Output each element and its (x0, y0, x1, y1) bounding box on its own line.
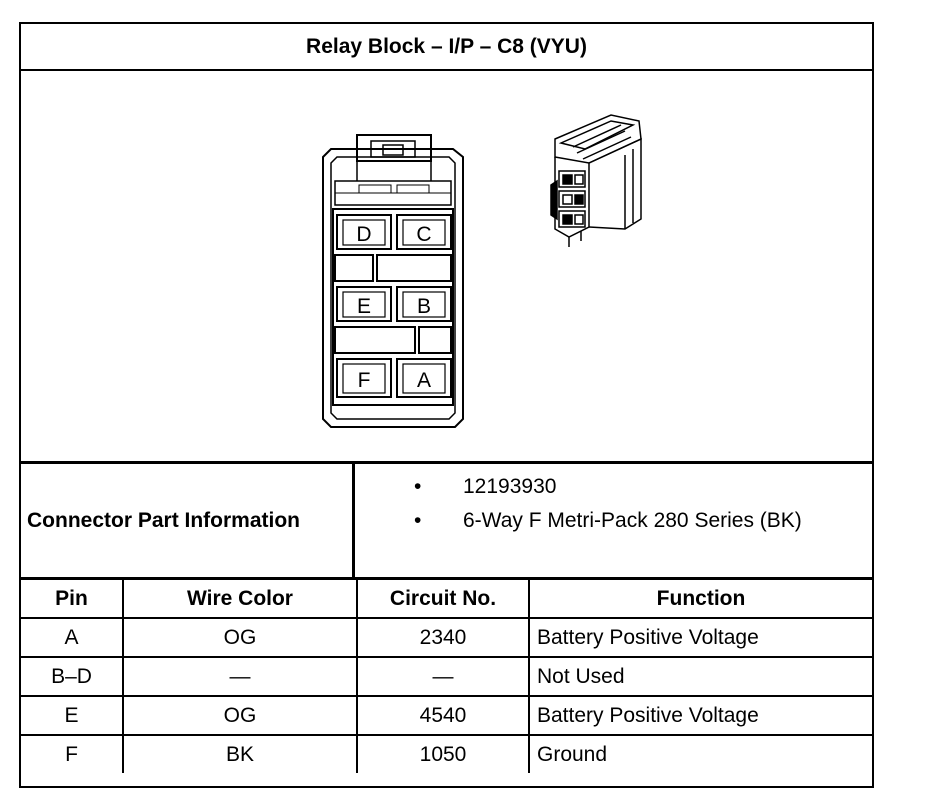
circuit-no-cell: 1050 (356, 734, 530, 773)
connector-series: 6-Way F Metri-Pack 280 Series (BK) (463, 509, 802, 532)
connector-face-svg: D C E B F A (322, 114, 642, 428)
table-row: E OG 4540 Battery Positive Voltage (21, 695, 872, 736)
circuit-no-cell: 2340 (356, 617, 530, 658)
table-row: A OG 2340 Battery Positive Voltage (21, 617, 872, 658)
pin-cell: B–D (21, 656, 124, 697)
page-title: Relay Block – I/P – C8 (VYU) (21, 24, 872, 71)
cavity-label-d: D (356, 223, 371, 246)
wire-color-cell: BK (122, 734, 358, 773)
cavity-label-e: E (357, 295, 371, 318)
connector-face-view (322, 134, 464, 428)
part-number-item: • 12193930 (358, 475, 872, 505)
header-wire-color: Wire Color (122, 580, 358, 619)
pin-cell: A (21, 617, 124, 658)
connector-part-info: Connector Part Information • 12193930 • … (21, 464, 872, 580)
cavity-label-c: C (416, 223, 431, 246)
circuit-no-cell: 4540 (356, 695, 530, 736)
circuit-no-cell: — (356, 656, 530, 697)
pin-cell: F (21, 734, 124, 773)
connector-isometric-view (550, 114, 642, 247)
connector-part-info-label: Connector Part Information (21, 464, 355, 577)
part-number: 12193930 (463, 475, 557, 498)
header-circuit-no: Circuit No. (356, 580, 530, 619)
bullet-icon: • (414, 475, 422, 498)
header-function: Function (528, 580, 872, 619)
cavity-label-f: F (358, 369, 371, 392)
function-cell: Ground (528, 734, 872, 773)
cavity-label-a: A (417, 369, 431, 392)
wire-color-cell: OG (122, 695, 358, 736)
connector-drawing: D C E B F A (21, 69, 872, 464)
bullet-icon: • (414, 509, 422, 532)
pin-table: Pin Wire Color Circuit No. Function A OG… (21, 580, 872, 773)
function-cell: Battery Positive Voltage (528, 617, 872, 658)
connector-series-item: • 6-Way F Metri-Pack 280 Series (BK) (358, 509, 872, 539)
pin-cell: E (21, 695, 124, 736)
function-cell: Battery Positive Voltage (528, 695, 872, 736)
table-row: B–D — — Not Used (21, 656, 872, 697)
function-cell: Not Used (528, 656, 872, 697)
wire-color-cell: OG (122, 617, 358, 658)
table-row: F BK 1050 Ground (21, 734, 872, 773)
connector-sheet: Relay Block – I/P – C8 (VYU) (19, 22, 874, 788)
pin-table-header: Pin Wire Color Circuit No. Function (21, 580, 872, 619)
cavity-label-b: B (417, 295, 431, 318)
header-pin: Pin (21, 580, 124, 619)
connector-part-list: • 12193930 • 6-Way F Metri-Pack 280 Seri… (358, 464, 872, 577)
wire-color-cell: — (122, 656, 358, 697)
